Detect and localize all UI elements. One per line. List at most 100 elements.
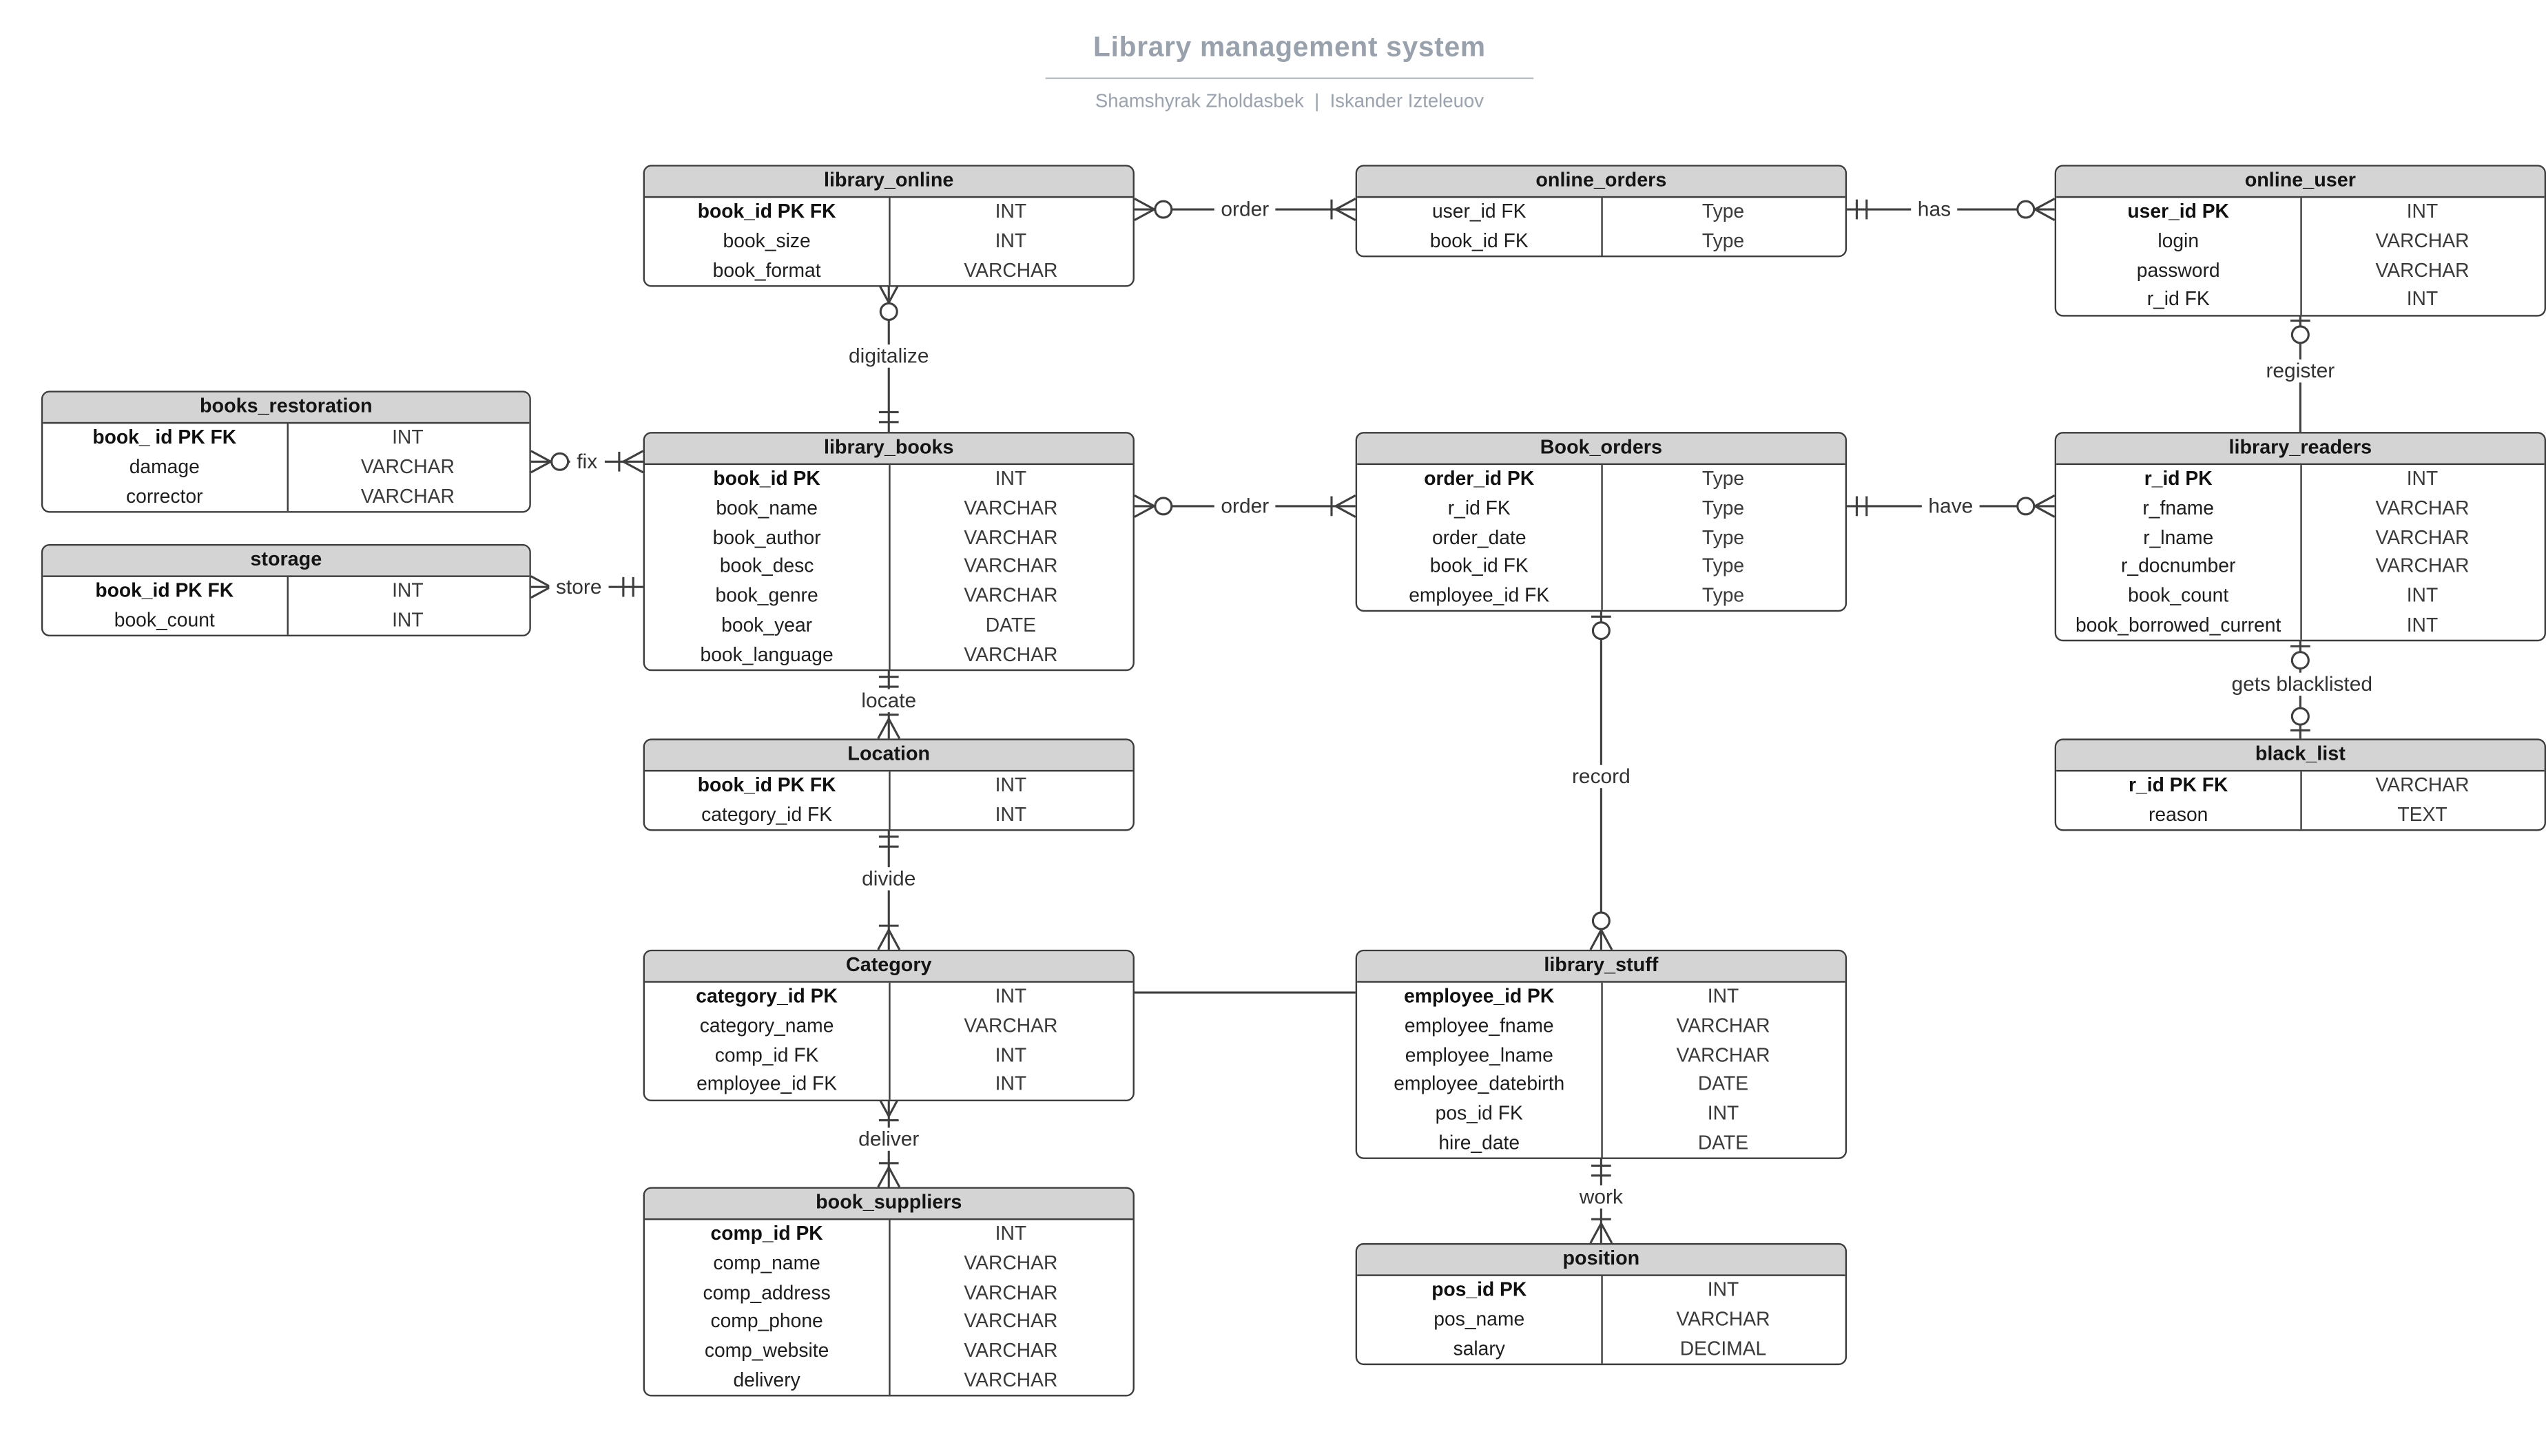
relationship-label-register: register <box>2259 359 2341 383</box>
field-type-cell: VARCHAR <box>2375 554 2470 578</box>
field-type-cell: VARCHAR <box>2375 773 2470 797</box>
field-name-cell: employee_lname <box>1405 1043 1553 1066</box>
field-name-cell: employee_id PK <box>1404 984 1555 1008</box>
column-divider <box>1601 465 1603 611</box>
field-name-cell: book_id PK <box>713 466 820 490</box>
field-name-cell: book_id PK FK <box>697 199 836 223</box>
column-divider <box>1601 982 1603 1158</box>
field-name-cell: damage <box>129 455 200 478</box>
field-type-cell: INT <box>995 1221 1027 1245</box>
field-type-cell: VARCHAR <box>964 1251 1058 1274</box>
field-type-cell: DECIMAL <box>1679 1336 1767 1360</box>
field-type-cell: VARCHAR <box>964 1368 1058 1392</box>
authors-subtitle: Shamshyrak Zholdasbek | Iskander Izteleu… <box>1095 92 1484 112</box>
field-type-cell: VARCHAR <box>2375 229 2470 252</box>
field-name-cell: comp_id FK <box>714 1043 819 1066</box>
field-name-cell: employee_fname <box>1404 1013 1554 1037</box>
field-name-cell: password <box>2136 258 2220 282</box>
field-name-cell: comp_address <box>703 1280 831 1304</box>
field-type-cell: DATE <box>1697 1131 1749 1154</box>
field-name-cell: book_language <box>700 643 834 666</box>
field-name-cell: book_size <box>723 229 811 252</box>
field-name-cell: r_id FK <box>2146 287 2210 311</box>
field-name-cell: comp_website <box>704 1339 829 1362</box>
field-type-cell: VARCHAR <box>2375 525 2470 549</box>
entity-title: black_list <box>2056 740 2545 772</box>
entity-row: password VARCHAR <box>2056 256 2545 286</box>
relationship-label-order: order <box>1214 495 1276 518</box>
field-type-cell: INT <box>995 984 1027 1008</box>
field-type-cell: INT <box>1707 984 1739 1008</box>
relationship-label-locate: locate <box>854 689 923 713</box>
field-name-cell: employee_id FK <box>696 1072 838 1096</box>
field-type-cell: VARCHAR <box>2375 258 2470 282</box>
page-title: Library management system <box>1093 31 1486 63</box>
field-type-cell: Type <box>1701 466 1745 490</box>
column-divider <box>286 576 288 635</box>
column-divider <box>889 1220 891 1395</box>
entity-title: book_suppliers <box>644 1188 1133 1220</box>
field-name-cell: employee_id FK <box>1409 583 1550 607</box>
field-type-cell: VARCHAR <box>964 1309 1058 1333</box>
field-name-cell: hire_date <box>1438 1131 1520 1154</box>
field-type-cell: INT <box>392 579 424 602</box>
entity-title: storage <box>43 545 530 577</box>
relationship-label-gets-blacklisted: gets blacklisted <box>2224 672 2379 696</box>
field-type-cell: INT <box>995 1043 1027 1066</box>
field-name-cell: book_format <box>712 258 821 282</box>
field-type-cell: VARCHAR <box>2375 496 2470 519</box>
field-type-cell: Type <box>1701 229 1745 252</box>
field-name-cell: book_desc <box>719 554 814 578</box>
field-name-cell: book_id FK <box>1429 554 1529 578</box>
entity-title: Category <box>644 951 1133 983</box>
column-divider <box>1601 198 1603 256</box>
column-divider <box>2300 198 2302 315</box>
entity-row: employee_id PK INT <box>1357 983 1845 1012</box>
field-name-cell: book_author <box>712 525 821 549</box>
field-name-cell: r_docnumber <box>2120 554 2236 578</box>
field-name-cell: order_id PK <box>1424 466 1535 490</box>
entity-title: position <box>1357 1245 1845 1276</box>
field-type-cell: INT <box>995 199 1027 223</box>
field-name-cell: pos_name <box>1434 1307 1525 1331</box>
field-type-cell: INT <box>1707 1278 1739 1301</box>
